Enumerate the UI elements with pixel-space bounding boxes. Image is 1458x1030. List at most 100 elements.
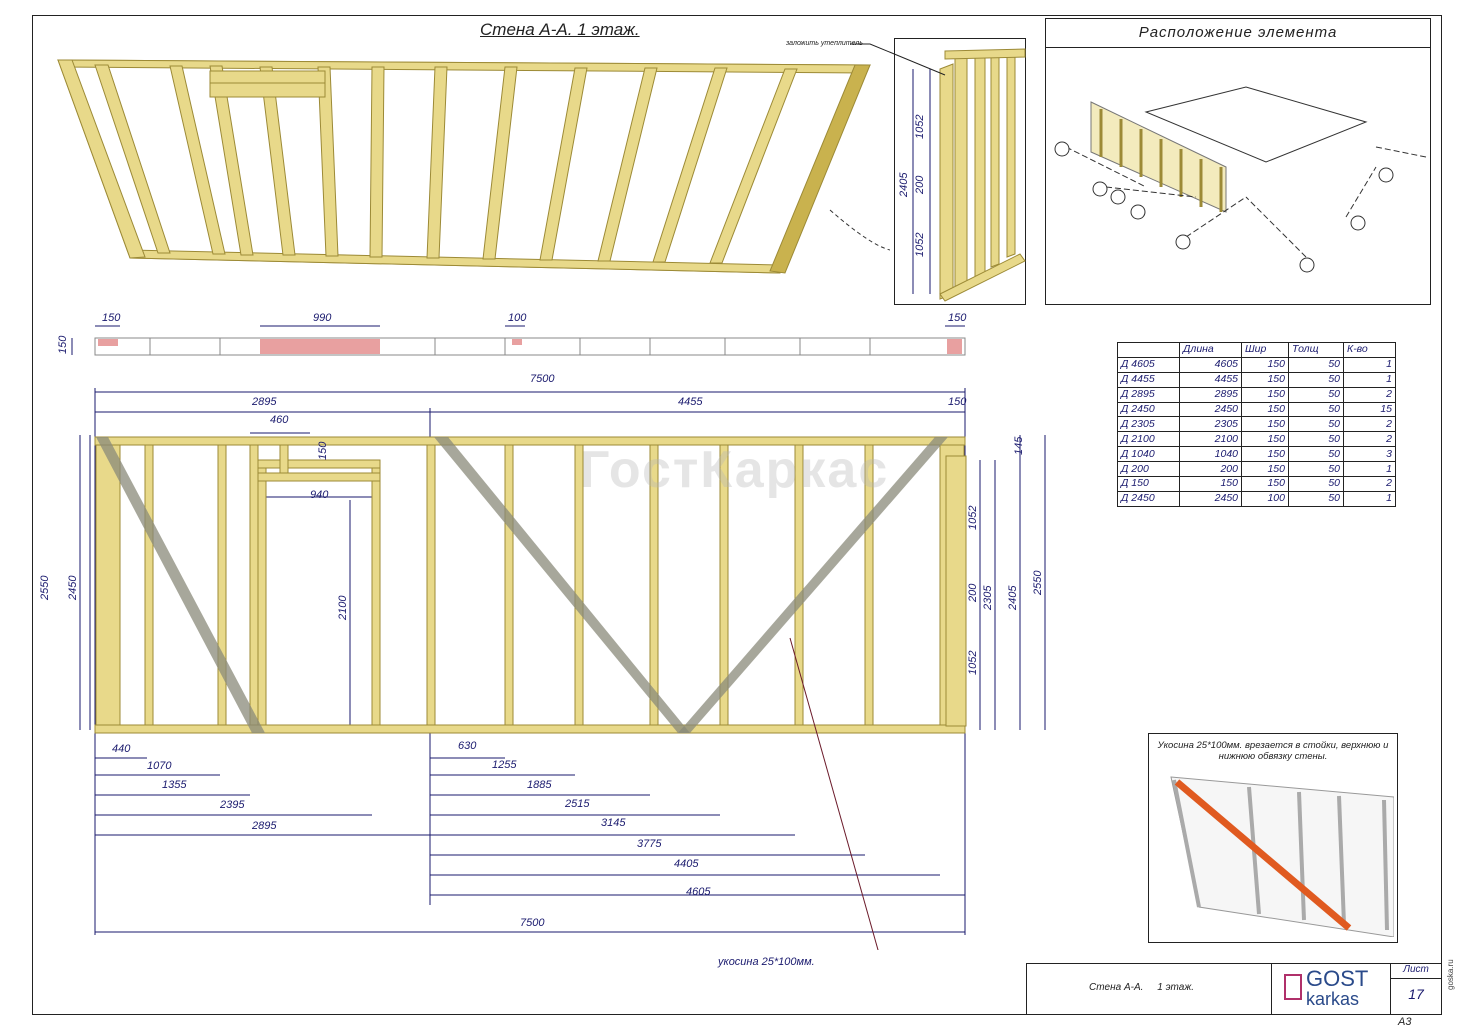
wall-elevation: 7500 2895 4455 150 460 940 150 2100 2550… bbox=[39, 373, 1046, 950]
dim-stud-height: 2450 bbox=[67, 575, 79, 601]
insulation-label: заложить утеплитель bbox=[786, 40, 863, 47]
dim-bl-2: 1355 bbox=[162, 779, 187, 791]
spec-cell: 50 bbox=[1288, 476, 1344, 492]
spec-cell: 150 bbox=[1241, 446, 1289, 463]
spec-cell: Д 4455 bbox=[1117, 371, 1180, 388]
dim-bl-3: 2395 bbox=[219, 799, 245, 811]
spec-cell: 150 bbox=[1241, 401, 1289, 418]
dim-br-5: 3775 bbox=[637, 838, 662, 850]
spec-cell: 50 bbox=[1288, 446, 1344, 463]
spec-cell: 150 bbox=[1241, 461, 1289, 478]
dim-end: 150 bbox=[948, 396, 967, 408]
location-drawing bbox=[1054, 86, 1427, 273]
spec-cell: 3 bbox=[1343, 446, 1396, 463]
brace-label: укосина 25*100мм. bbox=[718, 956, 815, 968]
dim-r5: 2405 bbox=[1007, 585, 1019, 611]
spec-cell: 1 bbox=[1343, 461, 1396, 478]
spec-cell: 150 bbox=[1241, 431, 1289, 448]
spec-cell: 1 bbox=[1343, 371, 1396, 388]
spec-cell: 2 bbox=[1343, 416, 1396, 433]
spec-cell: 15 bbox=[1343, 401, 1396, 418]
spec-cell: 50 bbox=[1288, 461, 1344, 478]
spec-cell: 2 bbox=[1343, 386, 1396, 403]
plan-dim-height: 150 bbox=[57, 335, 69, 354]
spec-cell: 2 bbox=[1343, 476, 1396, 492]
site-label: goskа.ru bbox=[1446, 959, 1455, 990]
spec-cell: 150 bbox=[1241, 416, 1289, 433]
spec-cell: 4455 bbox=[1179, 371, 1242, 388]
insulation-leader bbox=[850, 43, 946, 76]
watermark: ГостКаркас bbox=[580, 441, 890, 499]
spec-cell: Д 4605 bbox=[1117, 356, 1180, 373]
side-inset: 1052 200 1052 2405 bbox=[894, 38, 1026, 305]
logo-line1: GOST bbox=[1306, 966, 1369, 991]
spec-cell: 50 bbox=[1288, 386, 1344, 403]
spec-col-2: Шир bbox=[1241, 342, 1289, 358]
dim-r6: 1052 bbox=[967, 651, 979, 675]
dim-br-3: 2515 bbox=[564, 798, 590, 810]
inset-dim-c: 1052 bbox=[914, 233, 926, 257]
spec-col-0 bbox=[1117, 342, 1180, 358]
plan-dim-mid: 100 bbox=[508, 312, 527, 324]
dim-br-7: 4605 bbox=[686, 886, 711, 898]
dim-r4: 2305 bbox=[982, 585, 994, 611]
stamp-name: Стена А-А. 1 этаж. bbox=[1089, 982, 1194, 993]
dim-bl-0: 440 bbox=[112, 743, 131, 755]
dim-r7: 2550 bbox=[1032, 570, 1044, 596]
dim-overall-height: 2550 bbox=[39, 575, 51, 601]
spec-cell: 2100 bbox=[1179, 431, 1242, 448]
sheet-title: Стена А-А. 1 этаж. bbox=[480, 20, 640, 39]
dim-right-part: 4455 bbox=[678, 396, 703, 408]
spec-cell: 150 bbox=[1241, 386, 1289, 403]
spec-cell: Д 2450 bbox=[1117, 490, 1180, 507]
spec-cell: Д 150 bbox=[1117, 476, 1180, 492]
spec-cell: 50 bbox=[1288, 356, 1344, 373]
inset-dim-d: 2405 bbox=[898, 172, 910, 198]
dim-total-top: 7500 bbox=[530, 373, 555, 385]
spec-cell: 4605 bbox=[1179, 356, 1242, 373]
spec-cell: 2305 bbox=[1179, 416, 1242, 433]
spec-cell: 50 bbox=[1288, 371, 1344, 388]
spec-cell: Д 2450 bbox=[1117, 401, 1180, 418]
dim-br-1: 1255 bbox=[492, 759, 517, 771]
sheet-format: А3 bbox=[1398, 1016, 1412, 1028]
brace-note-panel: Укосина 25*100мм. врезается в стойки, ве… bbox=[1148, 733, 1398, 943]
logo: GOST karkas bbox=[1271, 964, 1391, 1014]
title-block: Стена А-А. 1 этаж. GOST karkas Лист 17 bbox=[1026, 963, 1442, 1015]
plan-strip: 150 990 100 150 150 bbox=[57, 312, 967, 356]
inset-dim-b: 200 bbox=[914, 175, 926, 195]
dim-door-header-h: 150 bbox=[317, 441, 329, 460]
dim-door-height: 2100 bbox=[337, 595, 349, 621]
dim-bl-4: 2895 bbox=[251, 820, 277, 832]
spec-cell: 2450 bbox=[1179, 401, 1242, 418]
dim-left-part: 2895 bbox=[251, 396, 277, 408]
dim-br-0: 630 bbox=[458, 740, 477, 752]
sheet-label: Лист bbox=[1391, 964, 1441, 979]
dim-br-2: 1885 bbox=[527, 779, 552, 791]
spec-cell: 100 bbox=[1241, 490, 1289, 507]
spec-cell: Д 2305 bbox=[1117, 416, 1180, 433]
spec-cell: 1040 bbox=[1179, 446, 1242, 463]
spec-col-1: Длина bbox=[1179, 342, 1242, 358]
spec-cell: 50 bbox=[1288, 416, 1344, 433]
spec-col-3: Толщ bbox=[1288, 342, 1344, 358]
plan-dim-left: 150 bbox=[102, 312, 121, 324]
dim-br-6: 4405 bbox=[674, 858, 699, 870]
spec-cell: 200 bbox=[1179, 461, 1242, 478]
spec-cell: 150 bbox=[1241, 371, 1289, 388]
house-icon bbox=[1284, 974, 1302, 1000]
dim-door-width: 940 bbox=[310, 489, 329, 501]
logo-line2: karkas bbox=[1306, 989, 1360, 1009]
spec-cell: Д 1040 bbox=[1117, 446, 1180, 463]
spec-cell: 150 bbox=[1241, 476, 1289, 492]
spec-cell: 150 bbox=[1179, 476, 1242, 492]
dim-r2: 1052 bbox=[967, 506, 979, 530]
brace-illustration bbox=[1170, 776, 1394, 937]
